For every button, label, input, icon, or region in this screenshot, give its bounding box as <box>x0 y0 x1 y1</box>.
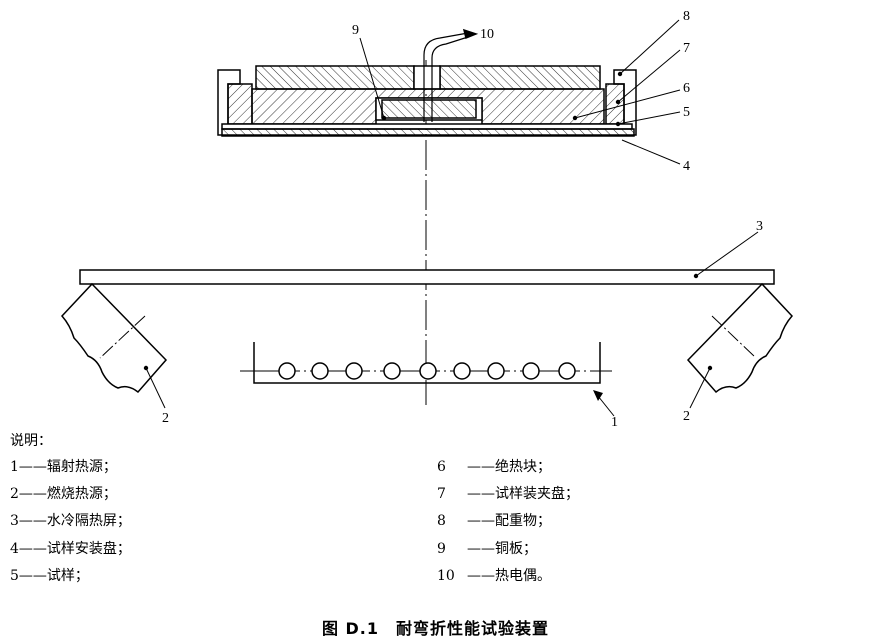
legend-item-7: 7——试样装夹盘； <box>437 486 579 502</box>
legend-item-9: 9——铜板； <box>437 541 537 557</box>
label-1: 1 <box>611 415 618 430</box>
label-10: 10 <box>480 27 494 42</box>
thermocouple-wire-a <box>423 32 469 122</box>
burner-left <box>60 282 168 394</box>
label-7: 7 <box>683 41 690 56</box>
figure-caption: 图 D.1 耐弯折性能试验装置 <box>321 619 550 638</box>
upper-assembly <box>217 28 637 137</box>
label-8: 8 <box>683 9 690 24</box>
weight-right <box>439 65 601 90</box>
legend-item-6: 6——绝热块； <box>437 459 551 475</box>
copper-plate-inner <box>381 99 477 119</box>
weight-left <box>255 65 415 90</box>
legend-item-2: 2——燃烧热源； <box>10 486 117 502</box>
leader-arrow-1 <box>593 390 603 401</box>
legend-item-4: 4——试样安装盘； <box>10 541 131 557</box>
label-5: 5 <box>683 105 690 120</box>
legend-item-1: 1——辐射热源； <box>10 459 117 475</box>
label-2-right: 2 <box>683 409 690 424</box>
leader-lines <box>145 19 759 417</box>
label-6: 6 <box>683 81 690 96</box>
legend-item-10: 10——热电偶。 <box>437 568 551 584</box>
label-4: 4 <box>683 159 690 174</box>
leader-dots <box>143 71 713 371</box>
label-9: 9 <box>352 23 359 38</box>
burner-right <box>686 282 794 394</box>
thermocouple-wire-b <box>431 36 469 122</box>
mounting-disc <box>221 128 635 137</box>
clamp-side-right <box>605 83 625 125</box>
thermocouple-arrow <box>462 28 479 40</box>
legend-title: 说明： <box>10 433 52 449</box>
label-3: 3 <box>756 219 763 234</box>
radiant-heater <box>240 342 612 384</box>
thermocouple-slot <box>413 65 441 90</box>
label-2-left: 2 <box>162 411 169 426</box>
legend-item-8: 8——配重物； <box>437 513 551 529</box>
clamp-side-left <box>227 83 253 125</box>
legend-item-5: 5——试样； <box>10 568 89 584</box>
legend-item-3: 3——水冷隔热屏； <box>10 513 131 529</box>
water-cooled-shield <box>79 269 775 285</box>
